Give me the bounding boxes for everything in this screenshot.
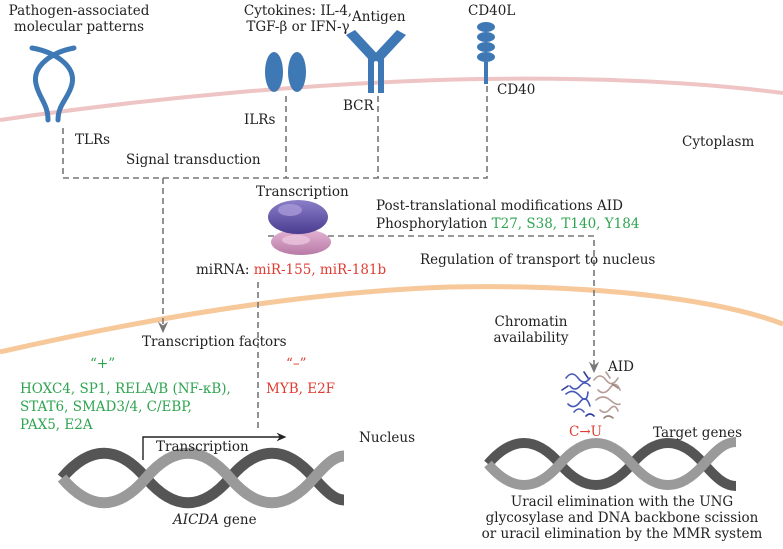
ilrs-label: ILRs	[244, 112, 276, 128]
nucleus-label: Nucleus	[359, 430, 415, 446]
bcr-label: BCR	[343, 98, 374, 114]
positive-regulators-line3: PAX5, E2A	[20, 417, 93, 433]
aicda-gene-label: AICDA gene	[173, 512, 257, 528]
nuclear-membrane	[0, 284, 783, 355]
tlrs-label: TLRs	[75, 132, 111, 148]
transcription-top-label: Transcription	[256, 184, 349, 200]
cell-membrane	[0, 76, 783, 122]
mirna-list: miR-155, miR-181b	[253, 262, 387, 278]
pamp-label-line2: molecular patterns	[13, 19, 145, 35]
chromatin-line1: Chromatin	[494, 314, 568, 330]
cd40-receptor-icon	[477, 22, 495, 84]
mirna-label: miRNA: miR-155, miR-181b	[196, 262, 386, 278]
tlr-receptor-icon	[29, 45, 77, 123]
signal-transduction-label: Signal transduction	[126, 152, 261, 168]
cd40-label: CD40	[497, 82, 536, 98]
ribosome-icon	[268, 200, 331, 255]
uracil-line1: Uracil elimination with the UNG	[510, 494, 734, 510]
uracil-elimination-label: Uracil elimination with the UNG glycosyl…	[466, 494, 778, 542]
pamp-label-line1: Pathogen-associated	[8, 3, 150, 19]
ptm-label-line1: Post-translational modifications AID	[376, 198, 623, 214]
positive-regulators-line1: HOXC4, SP1, RELA/B (NF-κB),	[20, 381, 231, 397]
dna-helix-icon	[484, 437, 737, 491]
cytokines-label-line1: Cytokines: IL-4,	[243, 3, 353, 19]
transcription-arrow	[142, 432, 287, 460]
cytokines-label-line2: TGF-β or IFN-γ	[246, 19, 350, 35]
negative-regulators-list: MYB, E2F	[266, 381, 336, 397]
cytokines-label: Cytokines: IL-4, TGF-β or IFN-γ	[238, 3, 358, 35]
uracil-line3: or uracil elimination by the MMR system	[481, 526, 763, 542]
aid-protein-icon	[561, 371, 621, 419]
transcription-factors-label: Transcription factors	[142, 334, 287, 350]
signal-transduction-lines	[62, 86, 600, 432]
transcription-bottom-label: Transcription	[156, 439, 249, 455]
chromatin-line2: availability	[493, 330, 569, 346]
positive-regulators-sign: “+”	[90, 356, 116, 372]
chromatin-label: Chromatin availability	[476, 314, 586, 346]
aid-label: AID	[608, 359, 634, 375]
antigen-label: Antigen	[352, 9, 406, 25]
dna-helix-icon	[57, 447, 345, 509]
aicda-gene-suffix: gene	[218, 512, 257, 528]
ilr-receptor-icon	[265, 52, 306, 92]
ptm-label-line2: Phosphorylation T27, S38, T140, Y184	[376, 216, 639, 232]
ptm-phosphorylation: Phosphorylation	[376, 216, 488, 232]
cd40l-label: CD40L	[468, 3, 516, 19]
bcr-receptor-icon	[346, 30, 406, 93]
negative-regulators-sign: “–”	[286, 356, 307, 372]
mirna-prefix: miRNA:	[196, 262, 250, 278]
aicda-gene-name: AICDA	[173, 512, 219, 528]
positive-regulators-line2: STAT6, SMAD3/4, C/EBP,	[20, 399, 192, 415]
c-to-u-label: C→U	[569, 424, 603, 440]
transport-label: Regulation of transport to nucleus	[420, 252, 656, 268]
uracil-line2: glycosylase and DNA backbone scission	[485, 510, 759, 526]
target-genes-label: Target genes	[653, 425, 743, 441]
ptm-sites: T27, S38, T140, Y184	[491, 216, 640, 232]
cytoplasm-label: Cytoplasm	[682, 134, 755, 150]
pamp-label: Pathogen-associated molecular patterns	[4, 3, 154, 35]
